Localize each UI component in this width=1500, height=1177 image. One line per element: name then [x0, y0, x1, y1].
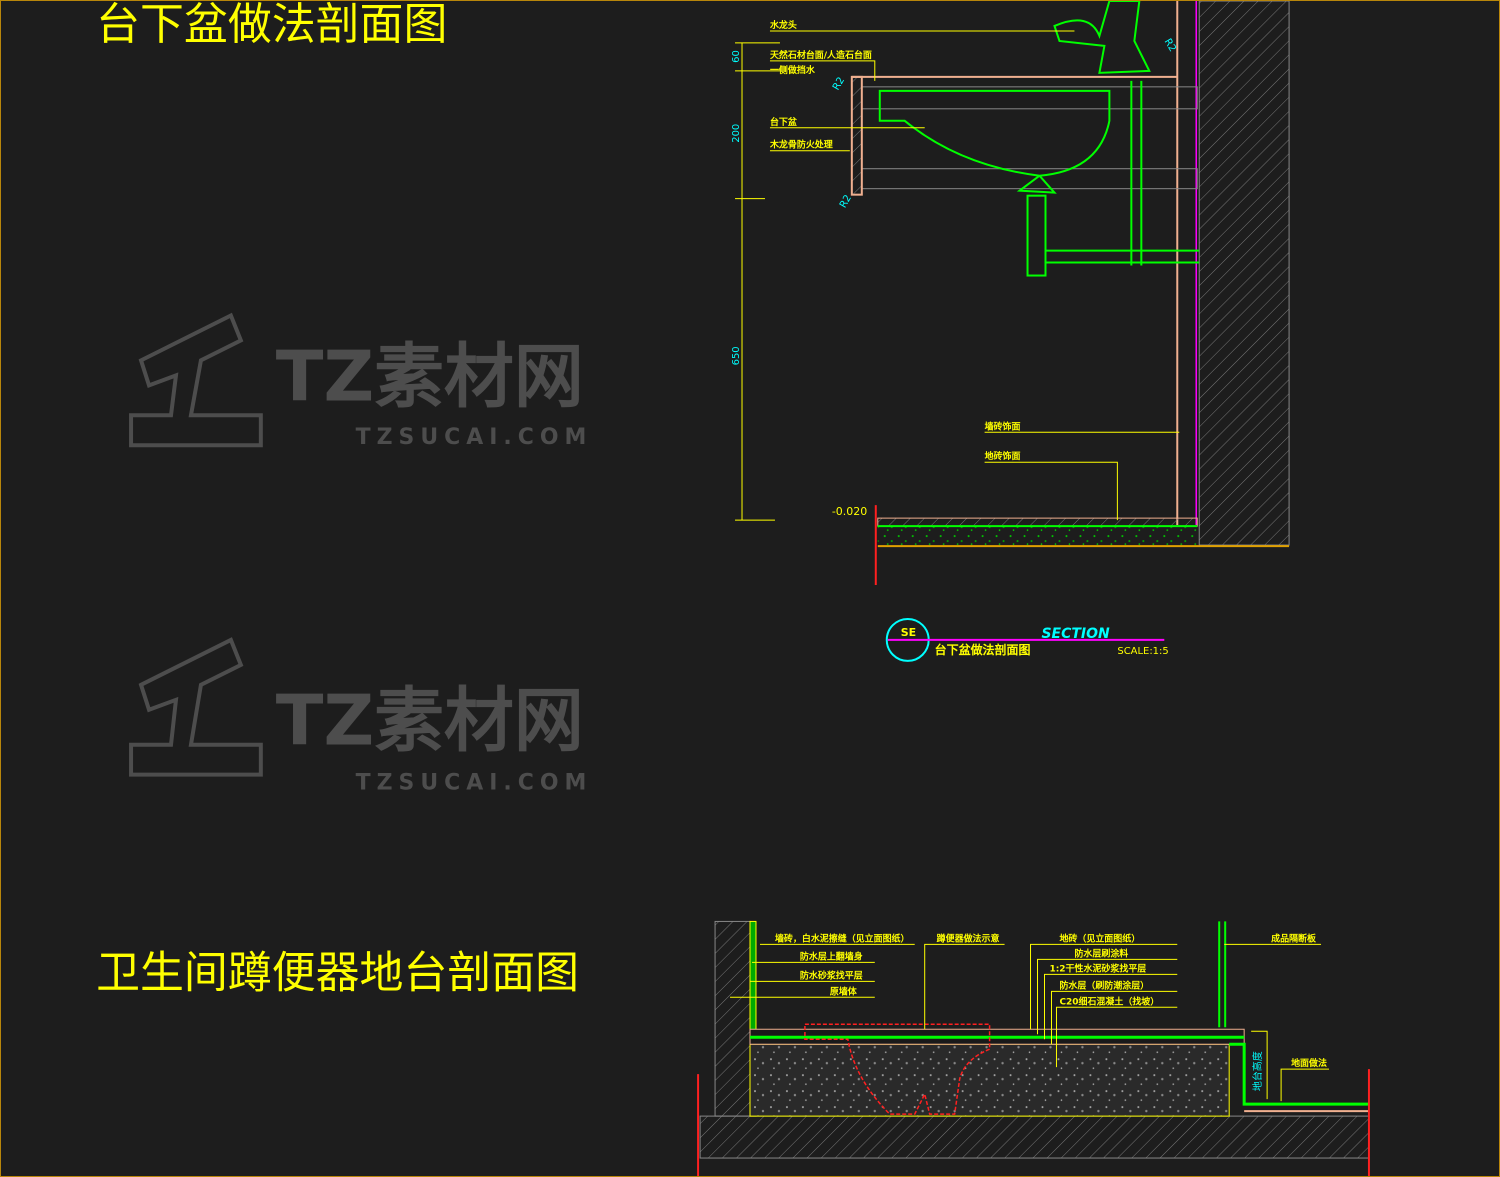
label-dry-mortar: 1:2干性水泥砂浆找平层: [1049, 962, 1146, 974]
section-tag-id: SE: [901, 626, 916, 639]
watermark-brand: TZ素材网: [276, 681, 584, 762]
basin-section-drawing: 60 200 650 R2 R2 R2 水龙头 天然石材台面/人造石台面 一侧做…: [731, 1, 1290, 662]
watermark-brand: TZ素材网: [276, 336, 584, 417]
label-wall-tile: 墙砖，白水泥擦缝（见立面图纸）: [775, 932, 910, 944]
label-c20-concrete: C20细石混凝土（找坡）: [1059, 995, 1159, 1007]
label-countertop: 天然石材台面/人造石台面: [770, 49, 872, 61]
label-floor-tile: 地砖（见立面图纸）: [1059, 932, 1140, 944]
label-faucet: 水龙头: [770, 19, 797, 31]
label-waterproof-layer: 防水层（刷防潮涂层）: [1059, 979, 1149, 991]
wall-hatch: [1198, 1, 1290, 546]
radius-mark: R2: [831, 75, 847, 92]
label-splash: 一侧做挡水: [770, 64, 816, 76]
label-mortar: 防水砂浆找平层: [800, 969, 863, 981]
squat-toilet-outline: [804, 1023, 991, 1115]
watermark-url: TZSUCAI.COM: [356, 425, 593, 450]
section-tag-name: 台下盆做法剖面图: [935, 642, 1031, 657]
radius-mark: R2: [838, 193, 854, 210]
label-wood-frame: 木龙骨防火处理: [769, 139, 833, 151]
title-basin-section: 台下盆做法剖面图: [96, 0, 447, 50]
label-waterproof-coat: 防水层刷涂料: [1074, 947, 1128, 959]
step-dimension: 地台高度: [1251, 1051, 1264, 1091]
label-undermount-basin: 台下盆: [770, 116, 798, 128]
watermark-logo: [129, 312, 263, 448]
dim-60: 60: [731, 50, 742, 63]
drain-trap: [1026, 194, 1047, 277]
faucet: [1053, 1, 1151, 74]
dim-200: 200: [731, 124, 742, 143]
label-squat-toilet: 蹲便器做法示意: [937, 932, 1000, 944]
basin-bowl: [878, 89, 1111, 194]
section-scale: SCALE:1:5: [1117, 646, 1168, 657]
title-toilet-section: 卫生间蹲便器地台剖面图: [96, 947, 579, 998]
label-original-wall: 原墙体: [830, 985, 858, 997]
concrete-platform: [749, 1043, 1230, 1117]
slab-hatch: [699, 1115, 1370, 1159]
dim-650: 650: [731, 346, 742, 365]
label-floor: 地面做法: [1291, 1057, 1327, 1069]
section-heading: SECTION: [1042, 626, 1110, 642]
label-floor-tile: 地砖饰面: [985, 450, 1021, 462]
watermark: TZ素材网 TZSUCAI.COM TZ素材网 TZSUCAI.COM: [129, 312, 593, 796]
toilet-section-drawing: 墙砖，白水泥擦缝（见立面图纸） 防水层上翻墙身 防水砂浆找平层 原墙体 蹲便器做…: [697, 920, 1370, 1176]
watermark-logo: [129, 637, 263, 777]
label-partition: 成品隔断板: [1271, 932, 1317, 944]
watermark-url: TZSUCAI.COM: [356, 771, 593, 796]
label-wall-tile: 墙砖饰面: [985, 420, 1021, 432]
label-waterproof-up: 防水层上翻墙身: [800, 950, 863, 962]
radius-mark: R2: [1162, 37, 1178, 54]
elevation-mark: -0.020: [832, 505, 867, 518]
